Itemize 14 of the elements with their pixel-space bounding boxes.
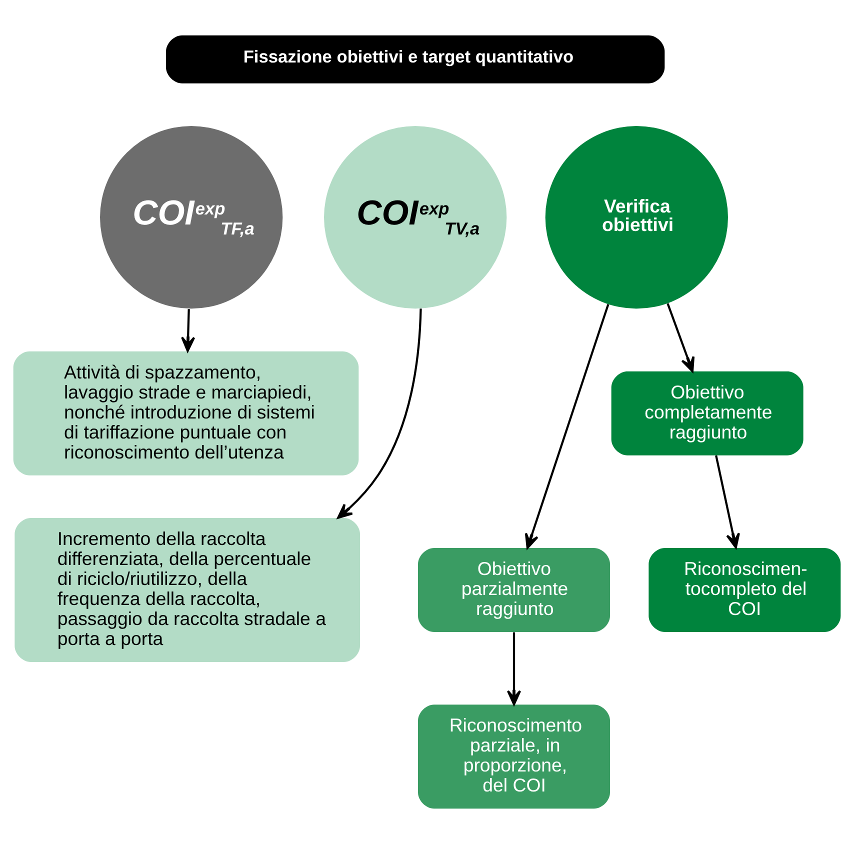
arrow — [337, 308, 422, 519]
arrow — [666, 303, 695, 372]
arrow — [180, 309, 196, 352]
arrow — [715, 455, 740, 549]
node-box: Riconoscimento parziale, in proporzione, del COI — [418, 704, 610, 809]
node-box: Obiettivo completamente raggiunto — [611, 371, 804, 456]
arrow — [506, 632, 522, 706]
node-box: Attività di spazzamento, lavaggio strade e marciapiedi, nonché introduzione di sistemi di tariffazione puntuale con riconoscimento dell’utenza — [13, 351, 359, 476]
node-box: Obiettivo parzialmente raggiunto — [418, 548, 610, 632]
node-box: Riconoscimen- tocompleto del COI — [648, 548, 841, 632]
node-box: Incremento della raccolta differenziata, della percentuale di riciclo/riutilizzo, della frequenza della raccolta, passaggio da raccolta stradale a porta a porta — [14, 518, 360, 662]
arrow — [524, 304, 610, 549]
node-circle: Verifica obiettivi — [545, 126, 728, 309]
node-box: Fissazione obiettivi e target quantitativo — [166, 35, 665, 84]
